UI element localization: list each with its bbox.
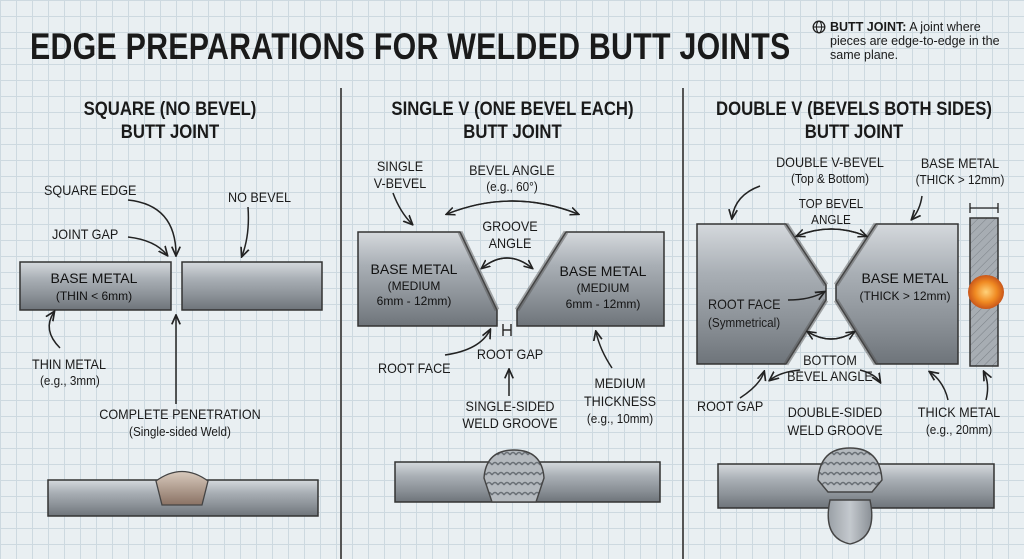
square-edge-label: SQUARE EDGE	[44, 182, 137, 198]
note-term: BUTT JOINT:	[830, 20, 907, 34]
thin-metal-label: THIN METAL	[32, 356, 106, 372]
panel-divider-2	[682, 88, 684, 559]
single-v-heading-1: SINGLE V (ONE BEVEL EACH)	[391, 99, 634, 120]
base-metal-label: BASE METAL	[51, 270, 138, 286]
page-title: EDGE PREPARATIONS FOR WELDED BUTT JOINTS	[30, 26, 791, 67]
double-v-base-metal-top-label: BASE METAL	[920, 155, 1000, 171]
single-sided-groove-label-1: SINGLE-SIDED	[465, 398, 555, 414]
thick-metal-label: THICK METAL	[917, 404, 1001, 420]
top-bevel-angle-label-1: TOP BEVEL	[798, 196, 864, 211]
no-bevel-label: NO BEVEL	[228, 189, 292, 205]
thin-metal-example: (e.g., 3mm)	[40, 373, 100, 388]
groove-angle-label-1: GROOVE	[482, 218, 538, 234]
single-sided-groove-label-2: WELD GROOVE	[462, 415, 558, 431]
double-v-heading-2: BUTT JOINT	[804, 122, 904, 143]
single-v-bevel-label-2: V-BEVEL	[373, 175, 427, 191]
complete-penetration-label: COMPLETE PENETRATION	[99, 406, 261, 422]
double-v-weld-bead-bottom	[827, 499, 873, 545]
medium-thickness-example: (e.g., 10mm)	[586, 411, 654, 426]
single-v-left-plate	[357, 231, 498, 327]
single-v-medium-left-2: 6mm - 12mm)	[377, 294, 452, 308]
single-v-root-gap-label: ROOT GAP	[476, 346, 544, 362]
single-v-bevel-label-1: SINGLE	[376, 158, 424, 174]
top-bevel-angle-label-2: ANGLE	[811, 212, 851, 227]
base-metal-left-plate	[19, 261, 172, 311]
double-v-base-metal-label: BASE METAL	[862, 270, 949, 286]
double-v-base-metal-spec: (THICK > 12mm)	[859, 289, 950, 303]
double-v-heading-1: DOUBLE V (BEVELS BOTH SIDES)	[716, 99, 992, 120]
single-v-root-face-label: ROOT FACE	[378, 360, 451, 376]
base-metal-spec: (THIN < 6mm)	[56, 289, 132, 303]
single-v-heading-2: BUTT JOINT	[463, 122, 562, 143]
single-sided-weld-label: (Single-sided Weld)	[129, 424, 231, 439]
single-v-medium-left-1: (MEDIUM	[388, 279, 441, 293]
panel-divider-1	[340, 88, 342, 559]
base-metal-right-plate	[181, 261, 323, 311]
joint-gap-label: JOINT GAP	[52, 226, 119, 242]
double-v-root-gap-label: ROOT GAP	[697, 398, 764, 414]
note-text: A joint where pieces are edge-to-edge in…	[830, 20, 1000, 62]
double-v-root-face-note: (Symmetrical)	[708, 315, 781, 330]
thick-metal-example: (e.g., 20mm)	[925, 422, 993, 437]
bottom-bevel-angle-label-1: BOTTOM	[803, 352, 857, 368]
globe-icon	[812, 20, 826, 34]
double-v-base-metal-top-spec: (THICK > 12mm)	[915, 172, 1005, 187]
square-heading-2: BUTT JOINT	[120, 122, 220, 143]
double-v-weld-bead-top	[817, 447, 883, 493]
double-v-root-face-label: ROOT FACE	[708, 296, 781, 312]
definition-note: BUTT JOINT: A joint where pieces are edg…	[812, 20, 1017, 62]
square-weld-bead	[155, 470, 209, 506]
bevel-angle-example: (e.g., 60°)	[486, 179, 538, 194]
single-v-base-metal-right: BASE METAL	[560, 263, 647, 279]
groove-angle-label-2: ANGLE	[488, 235, 532, 251]
bevel-angle-label: BEVEL ANGLE	[469, 162, 555, 178]
single-v-base-metal-left: BASE METAL	[371, 261, 458, 277]
single-v-weld-bead	[483, 449, 545, 503]
double-v-bevel-label: DOUBLE V-BEVEL	[776, 154, 884, 170]
medium-thickness-label-2: THICKNESS	[583, 393, 657, 409]
square-heading-1: SQUARE (NO BEVEL)	[83, 99, 257, 120]
double-v-left-plate	[696, 223, 827, 365]
medium-thickness-label-1: MEDIUM	[594, 375, 646, 391]
double-sided-groove-label-2: WELD GROOVE	[787, 422, 883, 438]
double-sided-groove-label-1: DOUBLE-SIDED	[787, 404, 883, 420]
double-v-bevel-note: (Top & Bottom)	[790, 171, 870, 186]
bottom-bevel-angle-label-2: BEVEL ANGLE	[787, 368, 873, 384]
single-v-medium-right-1: (MEDIUM	[577, 281, 630, 295]
single-v-medium-right-2: 6mm - 12mm)	[566, 297, 641, 311]
molten-weld-pool	[968, 275, 1004, 309]
